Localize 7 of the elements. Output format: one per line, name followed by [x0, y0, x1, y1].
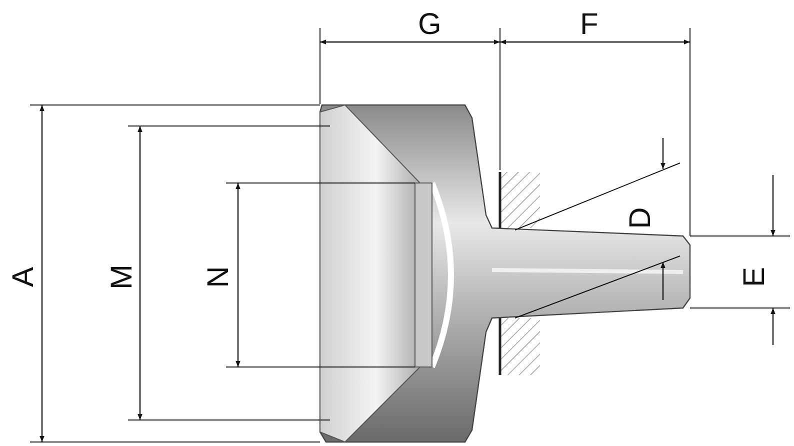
dimension-label: D — [626, 207, 656, 229]
dimension-label: M — [108, 264, 138, 290]
dimension-label: F — [580, 10, 598, 40]
dimension-label: E — [740, 267, 770, 287]
dimension-label: G — [418, 10, 442, 40]
dimension-label: N — [204, 266, 234, 288]
dimension-label: A — [9, 267, 39, 287]
